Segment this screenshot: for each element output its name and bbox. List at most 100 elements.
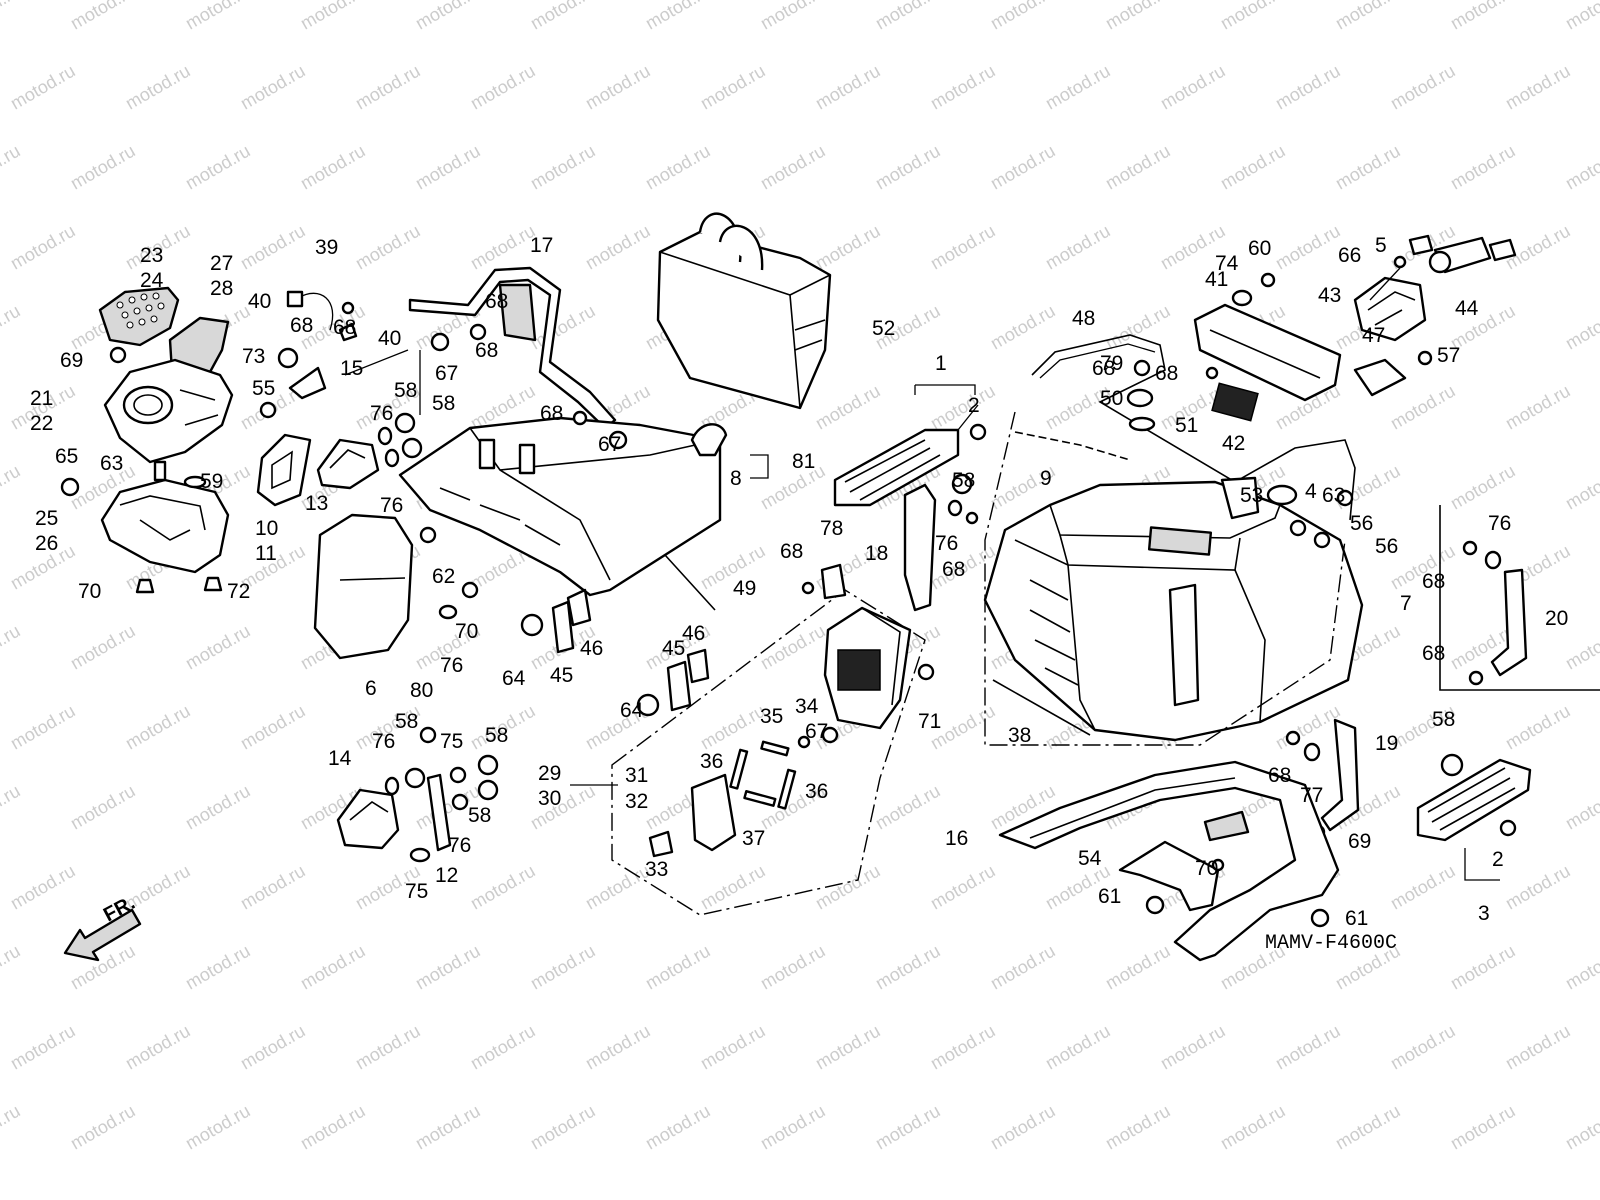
part-67-clip-a <box>430 332 450 352</box>
watermark-text: motod.ru <box>1562 461 1600 514</box>
part-label: 64 <box>502 667 526 690</box>
part-41-bracket <box>1193 303 1342 402</box>
part-63-bolt-left <box>153 460 167 482</box>
part-25-lower-tray <box>100 478 230 574</box>
watermark-text: motod.ru <box>697 701 769 754</box>
part-label: 45 <box>662 637 685 660</box>
part-label: 24 <box>140 269 164 292</box>
part-label: 74 <box>1215 252 1239 275</box>
diagram-code: MAMV-F4600C <box>1265 932 1397 955</box>
part-76-washer-a <box>377 426 393 446</box>
watermark-text: motod.ru <box>582 221 654 274</box>
part-45-hinge-b <box>666 660 692 712</box>
part-16-bottom-rim <box>998 760 1340 962</box>
part-43-lock-mechanism <box>1353 276 1427 342</box>
part-label: 56 <box>1375 535 1398 558</box>
part-6-backrest <box>313 513 414 660</box>
part-label: 68 <box>942 558 965 581</box>
part-label: 32 <box>625 790 648 813</box>
watermark-text: motod.ru <box>1217 1101 1289 1154</box>
part-label: 38 <box>1008 724 1031 747</box>
part-label: 45 <box>550 664 573 687</box>
part-label: 7 <box>1400 592 1412 615</box>
watermark-text: motod.ru <box>872 1101 944 1154</box>
watermark-text: motod.ru <box>527 941 599 994</box>
watermark-text: motod.ru <box>642 141 714 194</box>
watermark-text: motod.ru <box>1102 1101 1174 1154</box>
watermark-text: motod.ru <box>0 1101 24 1154</box>
part-34-screw <box>797 735 811 749</box>
part-label: 10 <box>255 517 278 540</box>
part-71-clip <box>203 576 223 592</box>
part-label: 71 <box>918 710 941 733</box>
part-68-screw-g <box>1468 670 1484 686</box>
part-35-strip <box>760 740 790 757</box>
part-label: 68 <box>485 290 508 313</box>
part-75-bush-a <box>449 766 467 784</box>
part-65-clip <box>60 477 80 497</box>
watermark-text: motod.ru <box>1102 301 1174 354</box>
part-76-washer-d <box>384 776 400 796</box>
watermark-text: motod.ru <box>297 0 369 33</box>
part-56-bolt-a <box>1289 519 1307 537</box>
watermark-text: motod.ru <box>927 1021 999 1074</box>
part-label: 68 <box>1422 570 1445 593</box>
watermark-text: motod.ru <box>1217 141 1289 194</box>
part-label: 39 <box>315 236 338 259</box>
watermark-text: motod.ru <box>527 141 599 194</box>
part-label: 70 <box>1195 857 1218 880</box>
part-label: 17 <box>530 234 553 257</box>
part-label: 68 <box>1422 642 1445 665</box>
part-label: 58 <box>485 724 508 747</box>
watermark-text: motod.ru <box>122 1021 194 1074</box>
part-number-labels: 1 2 2 3 4 5 6 7 8 9 10 11 12 13 14 15 16… <box>30 234 1568 930</box>
watermark-text: motod.ru <box>352 1021 424 1074</box>
watermark-layer: motod.ru motod.ru motod.ru motod.ru motod.ru… <box>0 0 1600 1153</box>
watermark-text: motod.ru <box>872 781 944 834</box>
part-label: 59 <box>200 470 223 493</box>
watermark-text: motod.ru <box>927 861 999 914</box>
watermark-text: motod.ru <box>467 861 539 914</box>
part-label: 67 <box>805 720 828 743</box>
part-label: 36 <box>805 780 828 803</box>
watermark-text: motod.ru <box>67 0 139 33</box>
part-label: 46 <box>682 622 705 645</box>
watermark-text: motod.ru <box>642 941 714 994</box>
part-18-stay <box>903 483 937 612</box>
watermark-text: motod.ru <box>872 941 944 994</box>
part-2-bulb-b <box>1499 819 1517 837</box>
part-label: 58 <box>952 469 975 492</box>
part-58-nut-g <box>1440 753 1464 777</box>
part-label: 70 <box>455 620 478 643</box>
part-68-screw-d <box>965 511 979 525</box>
part-label: 68 <box>540 402 563 425</box>
part-58-nut-b <box>401 437 423 459</box>
watermark-text: motod.ru <box>1387 861 1459 914</box>
watermark-text: motod.ru <box>1332 0 1404 33</box>
part-64-damper-b <box>636 693 660 717</box>
watermark-text: motod.ru <box>412 0 484 33</box>
part-62-bolt <box>419 526 437 544</box>
watermark-text: motod.ru <box>1447 461 1519 514</box>
part-label: 21 <box>30 387 53 410</box>
watermark-text: motod.ru <box>1332 141 1404 194</box>
part-label: 20 <box>1545 607 1568 630</box>
part-label: 23 <box>140 244 163 267</box>
part-label: 9 <box>1040 467 1052 490</box>
part-label: 76 <box>380 494 403 517</box>
part-59-washer <box>183 475 207 489</box>
watermark-text: motod.ru <box>7 861 79 914</box>
watermark-text: motod.ru <box>697 861 769 914</box>
part-label: 69 <box>60 349 83 372</box>
watermark-text: motod.ru <box>1272 221 1344 274</box>
watermark-text: motod.ru <box>467 61 539 114</box>
part-label: 16 <box>945 827 968 850</box>
part-10-bracket <box>256 433 312 507</box>
watermark-text: motod.ru <box>527 1101 599 1154</box>
part-label: 76 <box>370 402 393 425</box>
part-label: 49 <box>733 577 756 600</box>
group-outline-7 <box>984 411 1346 746</box>
watermark-text: motod.ru <box>1447 1101 1519 1154</box>
part-label: 2 <box>968 394 980 417</box>
group-outline-29-30 <box>611 589 926 916</box>
